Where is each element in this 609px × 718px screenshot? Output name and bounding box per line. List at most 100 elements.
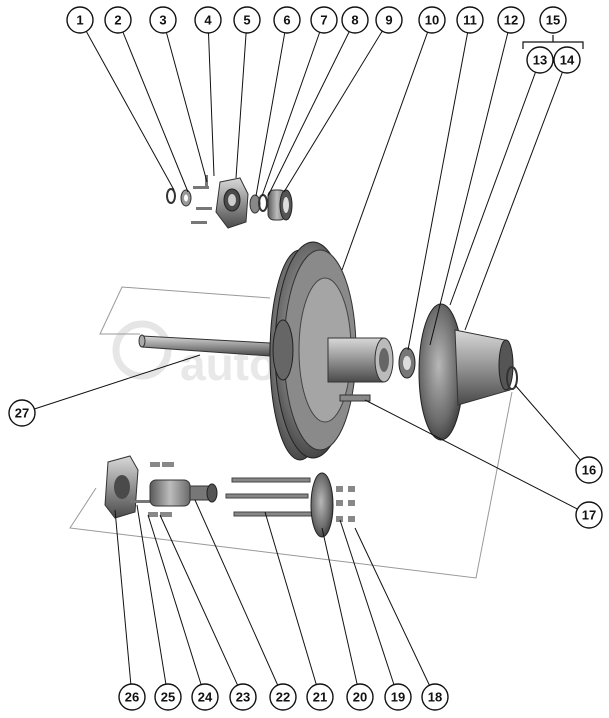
callout-number: 9 <box>385 13 392 28</box>
leader-line-3 <box>165 32 208 183</box>
callout-7: 7 <box>310 6 338 34</box>
callout-circle <box>269 683 297 711</box>
stud-2 <box>225 493 309 499</box>
leader-line-22 <box>194 499 279 686</box>
leader-line-20 <box>321 527 358 685</box>
callout-10: 10 <box>418 6 446 34</box>
callout-circle <box>104 6 132 34</box>
callout-22: 22 <box>269 683 297 711</box>
callout-number: 17 <box>582 508 596 523</box>
callout-circle <box>575 501 603 529</box>
callout-number: 14 <box>560 53 575 68</box>
callout-circle <box>233 6 261 34</box>
callout-circle <box>194 6 222 34</box>
callout-number: 6 <box>283 13 290 28</box>
leader-line-9 <box>283 30 383 193</box>
callout-number: 10 <box>425 13 439 28</box>
leader-line-5 <box>235 32 247 179</box>
leader-line-16 <box>514 384 581 461</box>
leader-line-7 <box>261 32 321 197</box>
callout-circle <box>346 683 374 711</box>
callout-number: 27 <box>15 406 29 421</box>
callout-circle <box>66 6 94 34</box>
leader-line-12 <box>429 32 509 346</box>
washer-part <box>184 194 188 202</box>
stud-1 <box>231 477 311 483</box>
leader-line-27 <box>34 354 201 410</box>
callout-3: 3 <box>149 6 177 34</box>
bolt-part <box>196 207 212 210</box>
callout-18: 18 <box>421 683 449 711</box>
callout-number: 23 <box>236 690 250 705</box>
callout-15: 15 <box>539 6 567 34</box>
callout-number: 24 <box>198 690 213 705</box>
key-part <box>339 394 371 402</box>
callout-25: 25 <box>154 683 182 711</box>
callout-circle <box>526 46 554 74</box>
callout-16: 16 <box>575 456 603 484</box>
callout-circle <box>191 683 219 711</box>
callout-circle <box>229 683 257 711</box>
leader-line-1 <box>85 31 175 191</box>
callout-number: 20 <box>353 690 367 705</box>
callout-21: 21 <box>306 683 334 711</box>
callout-number: 8 <box>351 13 358 28</box>
circlip <box>506 366 518 390</box>
callout-6: 6 <box>273 6 301 34</box>
callout-number: 11 <box>463 13 477 28</box>
leader-lines <box>34 30 581 686</box>
callout-circle <box>154 683 182 711</box>
callout-11: 11 <box>456 6 484 34</box>
callout-26: 26 <box>118 683 146 711</box>
callout-number: 12 <box>504 13 518 28</box>
callout-12: 12 <box>497 6 525 34</box>
callout-17: 17 <box>575 501 603 529</box>
snap-ring <box>166 188 176 204</box>
callout-13: 13 <box>526 46 554 74</box>
callout-number: 13 <box>533 53 547 68</box>
callout-8: 8 <box>341 6 369 34</box>
leader-line-21 <box>264 511 317 685</box>
leader-line-23 <box>159 514 239 686</box>
callout-circle <box>456 6 484 34</box>
leader-line-19 <box>339 519 395 685</box>
callout-1: 1 <box>66 6 94 34</box>
leader-line-2 <box>122 31 189 193</box>
callout-circle <box>273 6 301 34</box>
callout-circle <box>375 6 403 34</box>
bearing-housing-bottom <box>149 479 191 507</box>
callout-number: 7 <box>320 13 327 28</box>
bottom-subassembly <box>104 455 355 538</box>
callout-circle <box>118 683 146 711</box>
leader-line-18 <box>354 527 430 686</box>
hub-body <box>454 329 511 406</box>
stud-3 <box>233 511 315 517</box>
callout-number: 21 <box>313 690 327 705</box>
callout-9: 9 <box>375 6 403 34</box>
callout-circle <box>341 6 369 34</box>
callout-number: 25 <box>161 690 175 705</box>
leader-line-8 <box>267 31 350 197</box>
callout-circle <box>539 6 567 34</box>
callout-number: 15 <box>546 13 560 28</box>
callout-27: 27 <box>8 399 36 427</box>
callout-number: 22 <box>276 690 290 705</box>
callout-circle <box>575 456 603 484</box>
callout-circle <box>8 399 36 427</box>
callout-number: 2 <box>114 13 121 28</box>
callout-circle <box>553 46 581 74</box>
assembly-outlines <box>69 286 513 579</box>
group-bracket <box>522 35 584 49</box>
callout-number: 19 <box>391 690 405 705</box>
flange-right <box>310 472 334 538</box>
leader-line-25 <box>136 504 167 685</box>
callout-circle <box>418 6 446 34</box>
callout-number: 5 <box>243 13 250 28</box>
callout-number: 3 <box>159 13 166 28</box>
callout-20: 20 <box>346 683 374 711</box>
callout-2: 2 <box>104 6 132 34</box>
callout-circle <box>149 6 177 34</box>
leader-line-10 <box>341 32 429 271</box>
